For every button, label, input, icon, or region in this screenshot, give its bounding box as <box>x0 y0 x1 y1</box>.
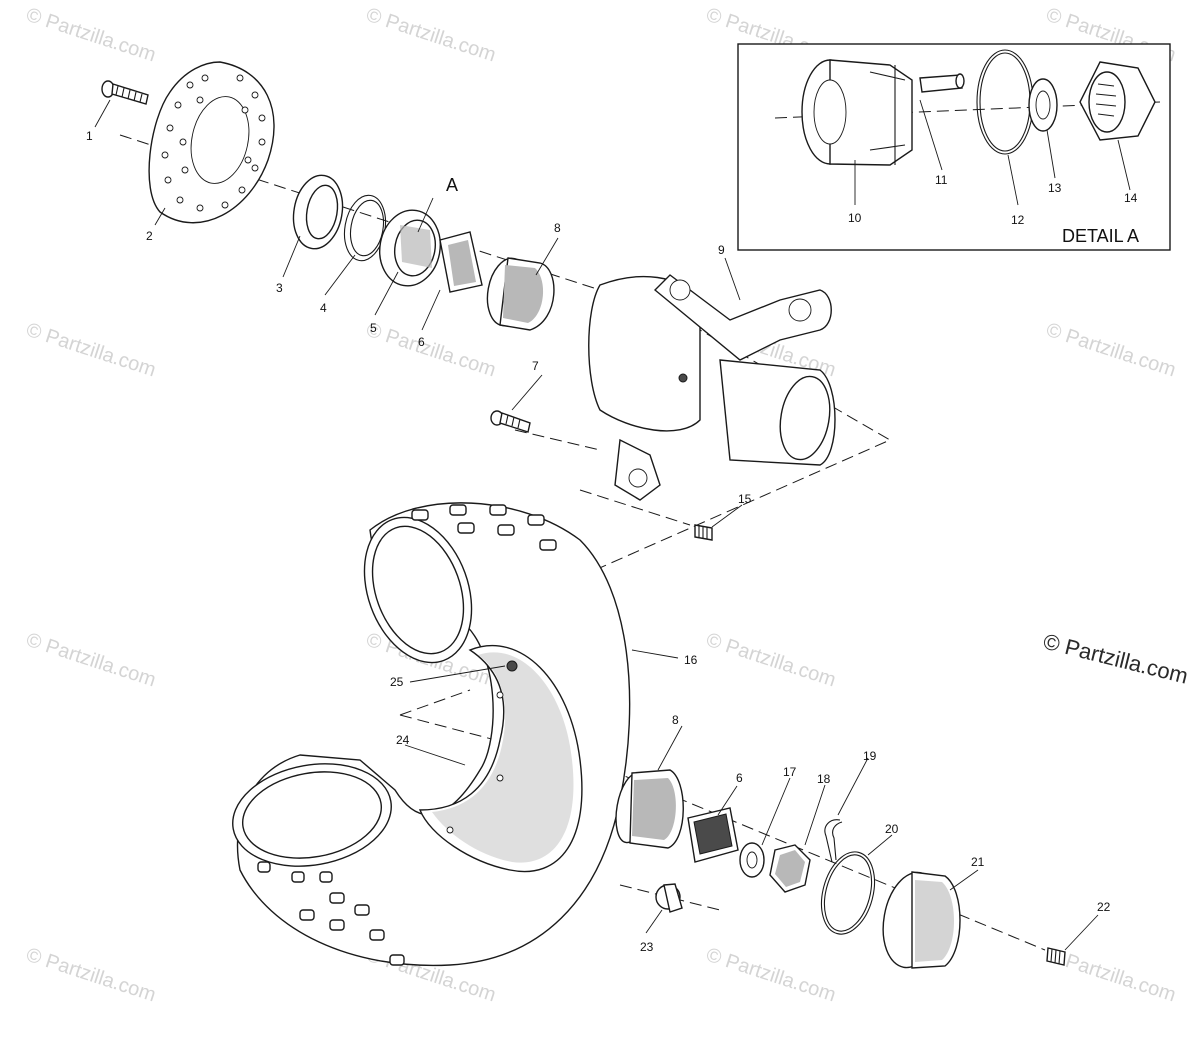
washer-part-17 <box>739 842 765 878</box>
bearing-race-part-8-lower <box>615 769 684 849</box>
corner-watermark: © Partzilla.com <box>1041 629 1191 689</box>
callout-2: 2 <box>146 229 153 243</box>
grease-fitting-part-15 <box>694 524 713 541</box>
callout-16: 16 <box>684 653 698 667</box>
brake-disc-part-2 <box>148 61 275 224</box>
callout-7: 7 <box>532 359 539 373</box>
callout-15: 15 <box>738 492 752 506</box>
valve-stem-part-23 <box>655 883 683 913</box>
callout-22: 22 <box>1097 900 1111 914</box>
hub-clutch-part-5 <box>379 209 441 287</box>
callout-labels: 1 2 3 4 5 6 7 8 9 10 11 12 13 14 15 16 1… <box>86 129 1138 954</box>
callout-4: 4 <box>320 301 327 315</box>
washer-part-13 <box>1028 78 1058 132</box>
callout-19: 19 <box>863 749 877 763</box>
watermark: © Partzilla.com <box>23 944 158 1007</box>
bearing-race-part-8 <box>486 257 555 331</box>
callout-23: 23 <box>640 940 654 954</box>
pin-part-11 <box>919 73 965 93</box>
watermark: © Partzilla.com <box>363 4 498 67</box>
callout-12: 12 <box>1011 213 1025 227</box>
callout-1: 1 <box>86 129 93 143</box>
bolt-part-1 <box>101 80 149 105</box>
bolt-part-7 <box>490 410 531 433</box>
callout-17: 17 <box>783 765 797 779</box>
callout-6-lower: 6 <box>736 771 743 785</box>
callout-8-lower: 8 <box>672 713 679 727</box>
callout-8: 8 <box>554 221 561 235</box>
callout-10: 10 <box>848 211 862 225</box>
detail-title: DETAIL A <box>1062 226 1139 246</box>
bearing-part-6 <box>439 231 483 293</box>
callout-18: 18 <box>817 772 831 786</box>
castle-nut-part-18 <box>769 844 811 893</box>
watermark: © Partzilla.com <box>1043 319 1178 382</box>
cotter-pin-part-19 <box>824 819 843 863</box>
nut-part-14 <box>1079 61 1156 141</box>
hub-part-10 <box>801 59 913 166</box>
callout-21: 21 <box>971 855 985 869</box>
callout-5: 5 <box>370 321 377 335</box>
watermark: © Partzilla.com <box>23 629 158 692</box>
callout-11: 11 <box>935 173 948 187</box>
watermark: © Partzilla.com <box>363 319 498 382</box>
detail-a-inset: DETAIL A <box>737 43 1171 251</box>
seal-part-3 <box>292 174 344 250</box>
callout-14: 14 <box>1124 191 1138 205</box>
callout-3: 3 <box>276 281 283 295</box>
assembly-marker-a: A <box>446 175 458 195</box>
hub-cap-part-21 <box>882 871 961 969</box>
callout-9: 9 <box>718 243 725 257</box>
callout-25: 25 <box>390 675 404 689</box>
watermark: © Partzilla.com <box>703 944 838 1007</box>
bearing-part-6-lower <box>687 807 739 863</box>
tread-blocks <box>257 504 557 966</box>
callout-6: 6 <box>418 335 425 349</box>
disc-holes <box>161 74 266 212</box>
o-ring-part-20 <box>820 851 876 935</box>
wheel-rim-part-24 <box>418 644 583 873</box>
leader-lines <box>94 99 1131 951</box>
screw-part-22 <box>1046 947 1066 966</box>
watermark: © Partzilla.com <box>23 319 158 382</box>
watermark: © Partzilla.com <box>23 4 158 67</box>
callout-20: 20 <box>885 822 899 836</box>
callout-13: 13 <box>1048 181 1062 195</box>
watermark: © Partzilla.com <box>703 629 838 692</box>
callout-24: 24 <box>396 733 410 747</box>
spindle-knuckle-part-9 <box>588 274 836 501</box>
